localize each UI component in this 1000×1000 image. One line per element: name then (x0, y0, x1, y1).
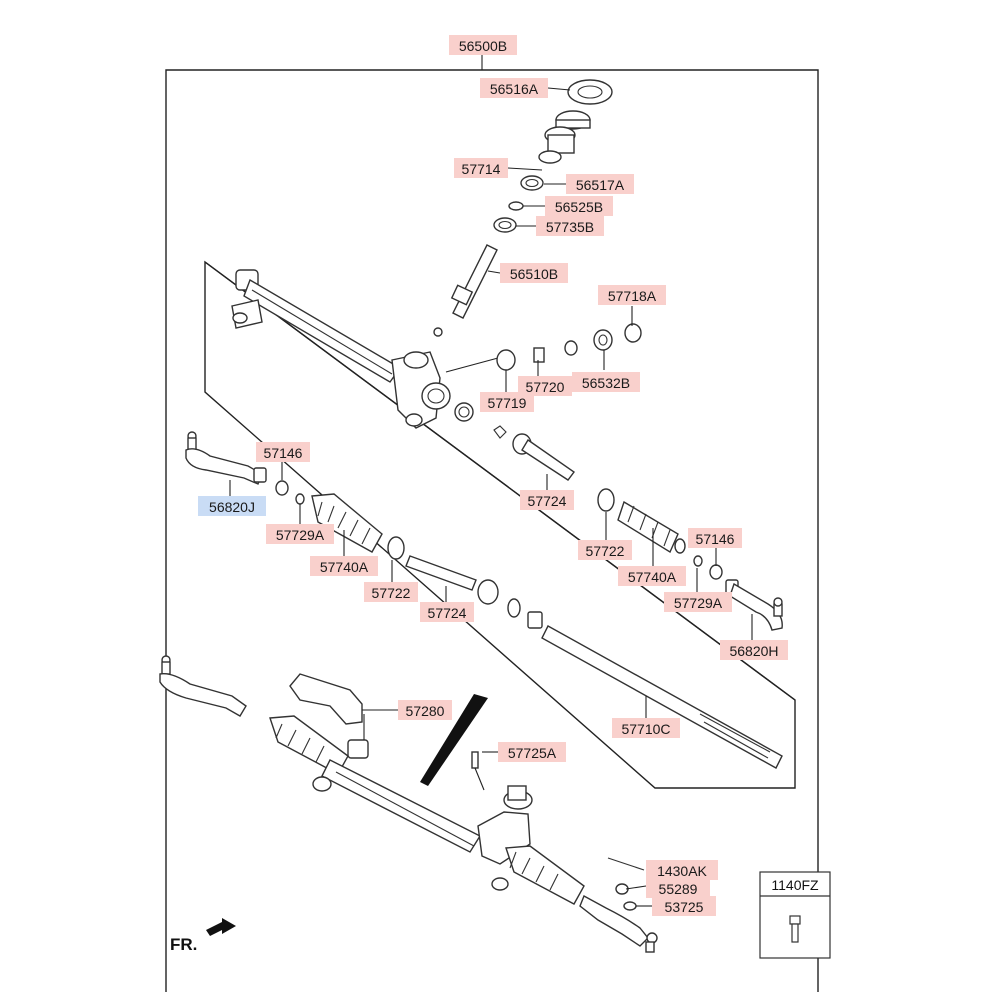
svg-text:57729A: 57729A (276, 527, 325, 543)
svg-text:57719: 57719 (488, 395, 527, 411)
input-shaft-stack (433, 79, 613, 337)
svg-text:57729A: 57729A (674, 595, 723, 611)
part-label-57710C[interactable]: 57710C (612, 718, 680, 738)
svg-text:57722: 57722 (372, 585, 411, 601)
part-label-56532B[interactable]: 56532B (572, 372, 640, 392)
svg-text:57710C: 57710C (621, 721, 670, 737)
part-label-57146-left[interactable]: 57146 (256, 442, 310, 462)
svg-text:56820J: 56820J (209, 499, 255, 515)
svg-text:56525B: 56525B (555, 199, 603, 215)
rack-bar (541, 625, 783, 769)
part-label-53725[interactable]: 53725 (652, 896, 716, 916)
part-label-57718A[interactable]: 57718A (598, 285, 666, 305)
part-label-56517A[interactable]: 56517A (566, 174, 634, 194)
part-labels: 56500B 56516A 57714 56517A 56525B 57735B… (198, 35, 788, 916)
part-label-57280[interactable]: 57280 (398, 700, 452, 720)
bolt-icon (789, 915, 801, 943)
front-indicator: FR. (170, 918, 236, 954)
part-label-55289[interactable]: 55289 (646, 878, 710, 898)
boot-left (311, 493, 405, 560)
svg-text:57720: 57720 (526, 379, 565, 395)
svg-text:53725: 53725 (665, 899, 704, 915)
rack-housing (231, 269, 499, 429)
svg-text:57724: 57724 (528, 493, 567, 509)
part-label-57714[interactable]: 57714 (454, 158, 508, 178)
part-label-57722-right[interactable]: 57722 (578, 540, 632, 560)
part-label-57720[interactable]: 57720 (518, 376, 572, 396)
part-label-57722-left[interactable]: 57722 (364, 582, 418, 602)
part-label-57146-right[interactable]: 57146 (688, 528, 742, 548)
svg-text:55289: 55289 (659, 881, 698, 897)
assembly-frame (165, 55, 819, 992)
svg-text:56517A: 56517A (576, 177, 625, 193)
part-label-57725A[interactable]: 57725A (498, 742, 566, 762)
part-label-57719[interactable]: 57719 (480, 392, 534, 412)
svg-text:57740A: 57740A (320, 559, 369, 575)
svg-text:56516A: 56516A (490, 81, 539, 97)
svg-text:1430AK: 1430AK (657, 863, 707, 879)
svg-text:57735B: 57735B (546, 219, 594, 235)
svg-text:57146: 57146 (696, 531, 735, 547)
part-label-57729A-left[interactable]: 57729A (266, 524, 334, 544)
front-arrow-icon (206, 918, 236, 936)
svg-text:57724: 57724 (428, 605, 467, 621)
tie-rod-end-right (725, 579, 783, 631)
svg-text:57718A: 57718A (608, 288, 657, 304)
part-label-56500B[interactable]: 56500B (449, 35, 517, 55)
svg-text:56500B: 56500B (459, 38, 507, 54)
svg-text:57740A: 57740A (628, 569, 677, 585)
part-label-57740A-right[interactable]: 57740A (618, 566, 686, 586)
svg-text:1140FZ: 1140FZ (771, 877, 819, 893)
part-label-56820J[interactable]: 56820J (198, 496, 266, 516)
inner-tie-rod-left (405, 555, 543, 629)
reference-box-1140FZ[interactable]: 1140FZ (759, 871, 831, 959)
part-label-56516A[interactable]: 56516A (480, 78, 548, 98)
svg-text:FR.: FR. (170, 935, 197, 954)
svg-text:57714: 57714 (462, 161, 501, 177)
leader-lines (229, 87, 753, 907)
part-label-57735B[interactable]: 57735B (536, 216, 604, 236)
complete-assembly (159, 655, 658, 953)
svg-text:57722: 57722 (586, 543, 625, 559)
inner-tie-rod-right (493, 425, 575, 481)
part-label-56510B[interactable]: 56510B (500, 263, 568, 283)
svg-text:56510B: 56510B (510, 266, 558, 282)
yoke-parts (496, 323, 642, 371)
svg-text:56820H: 56820H (729, 643, 778, 659)
part-label-1430AK[interactable]: 1430AK (646, 860, 718, 880)
svg-text:57146: 57146 (264, 445, 303, 461)
part-label-57729A-right[interactable]: 57729A (664, 592, 732, 612)
part-label-56525B[interactable]: 56525B (545, 196, 613, 216)
part-label-57740A-left[interactable]: 57740A (310, 556, 378, 576)
tie-rod-end-left (185, 431, 305, 505)
part-label-57724-left[interactable]: 57724 (420, 602, 474, 622)
svg-text:57280: 57280 (406, 703, 445, 719)
svg-text:56532B: 56532B (582, 375, 630, 391)
part-label-56820H[interactable]: 56820H (720, 640, 788, 660)
svg-text:57725A: 57725A (508, 745, 557, 761)
boot-right (597, 488, 723, 580)
part-label-57724-right[interactable]: 57724 (520, 490, 574, 510)
